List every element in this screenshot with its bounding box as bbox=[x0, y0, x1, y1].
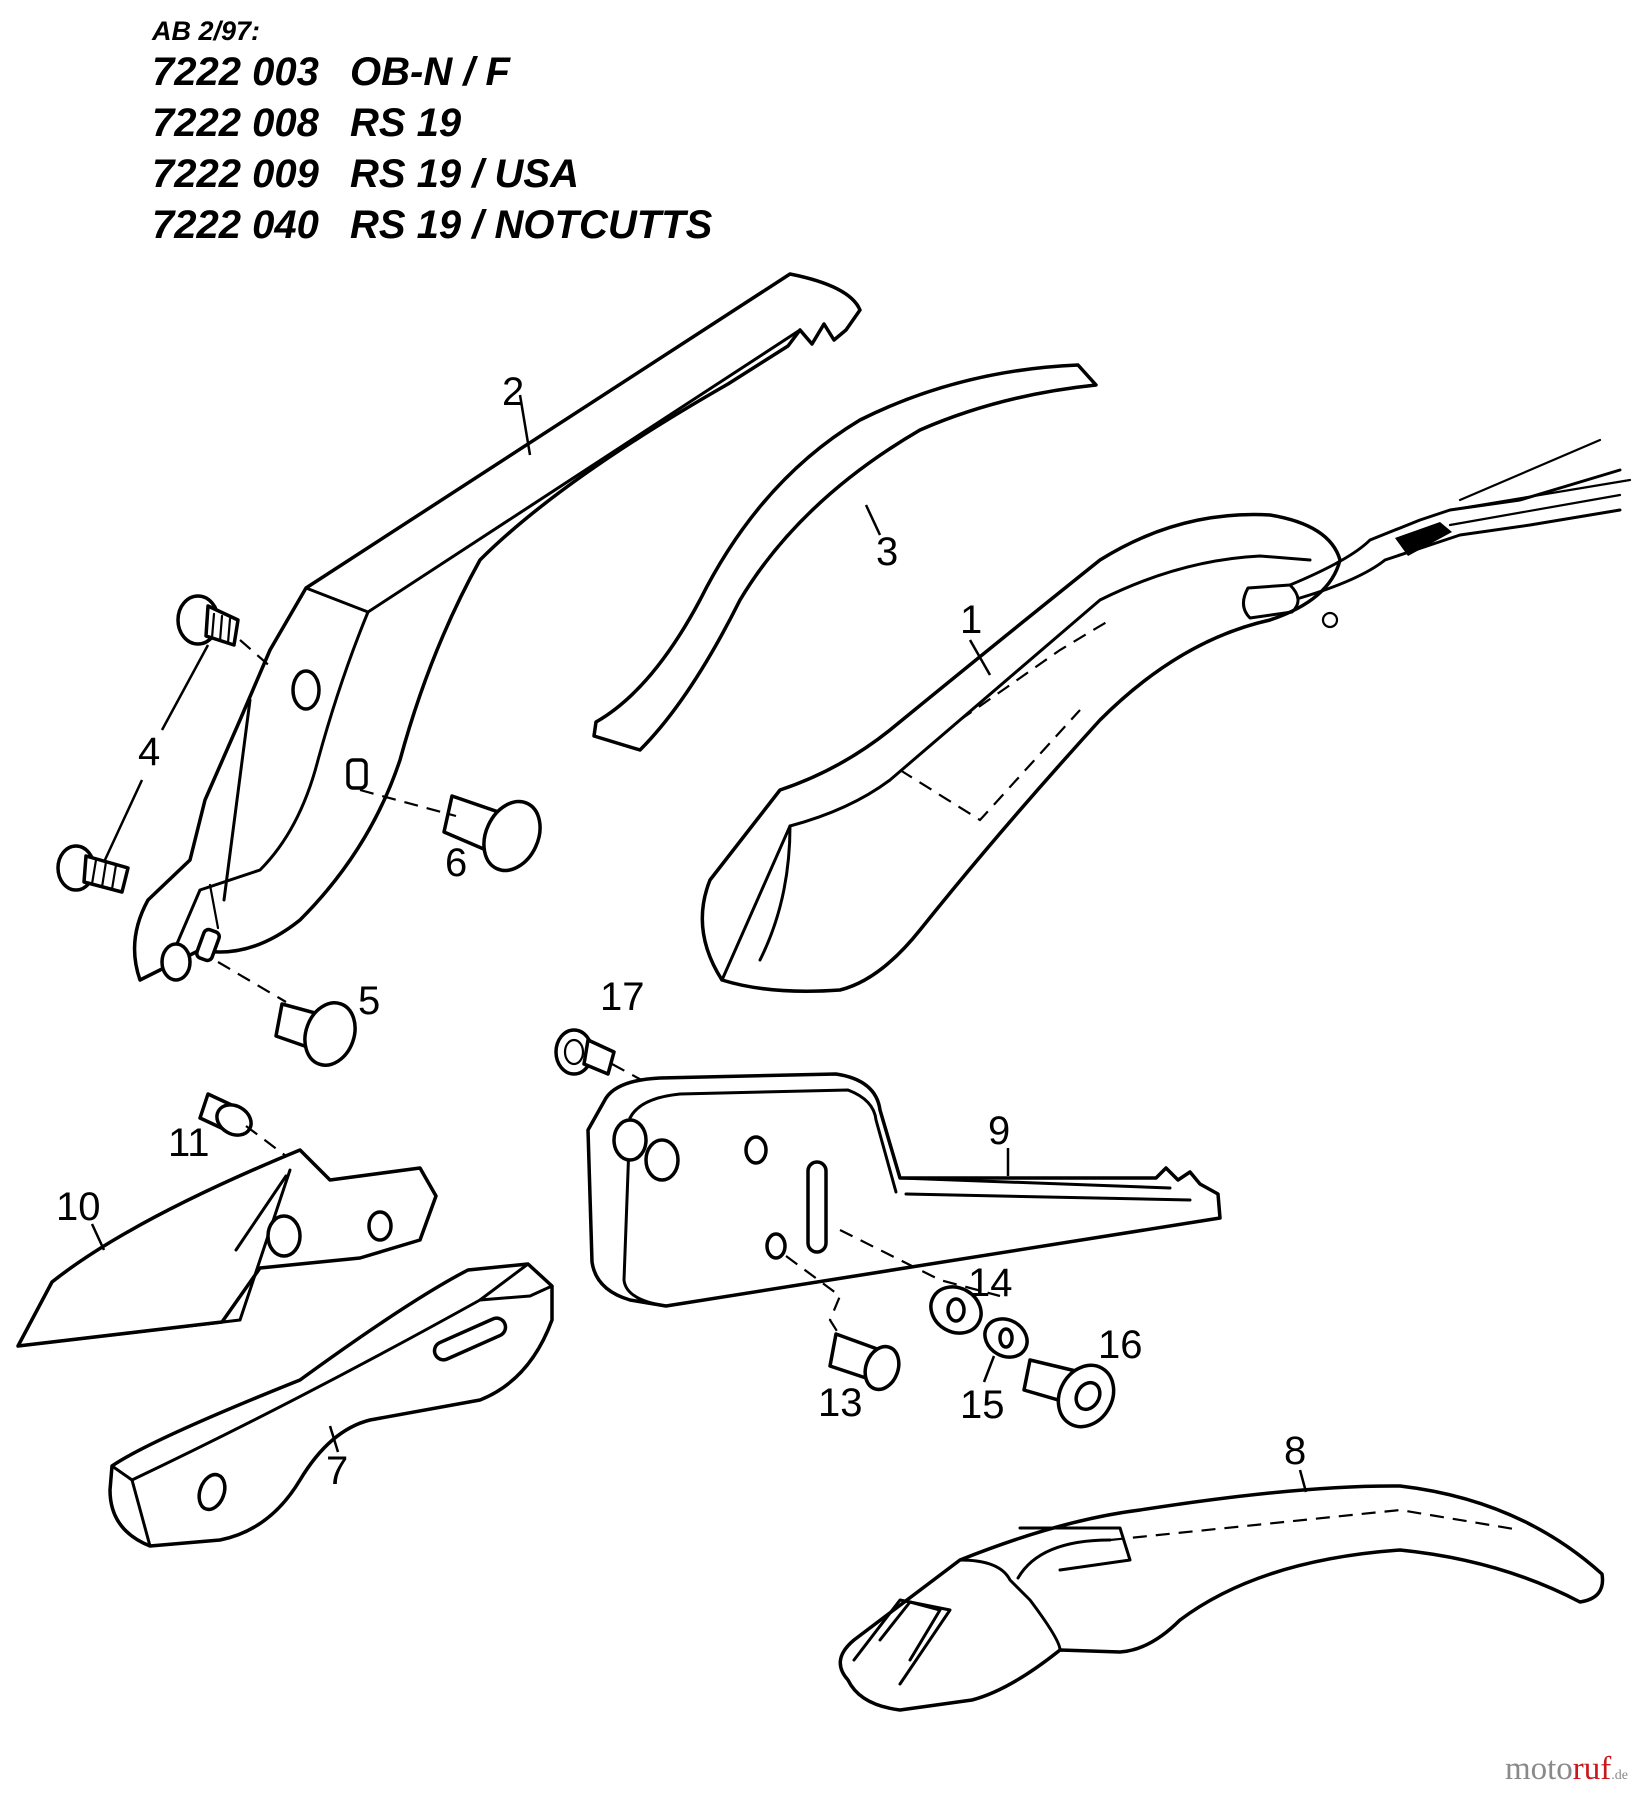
power-cord bbox=[1288, 438, 1632, 600]
model-name: RS 19 bbox=[350, 101, 462, 145]
dash-11 bbox=[245, 1125, 287, 1157]
part-number-3: 3 bbox=[876, 530, 898, 574]
part-16-nut bbox=[1022, 1358, 1116, 1429]
model-name: RS 19 / NOTCUTTS bbox=[350, 203, 713, 247]
model-header: AB 2/97: 7222 003 OB-N / F 7222 008 RS 19 … bbox=[152, 16, 712, 254]
part-number-7: 7 bbox=[326, 1449, 348, 1493]
part-number-17: 17 bbox=[600, 975, 645, 1019]
part-13-pin bbox=[828, 1332, 901, 1392]
part-number-8: 8 bbox=[1284, 1429, 1306, 1473]
model-row: 7222 003 OB-N / F bbox=[152, 50, 712, 101]
part-4-screw-upper bbox=[176, 594, 240, 647]
model-name: RS 19 / USA bbox=[350, 152, 579, 196]
part-1-upper-handle bbox=[700, 512, 1342, 993]
part-number-2: 2 bbox=[502, 370, 524, 414]
dash-5 bbox=[217, 961, 287, 1003]
leader-1 bbox=[968, 639, 992, 676]
dash-6 bbox=[359, 788, 457, 818]
part-17-screw bbox=[554, 1028, 616, 1076]
dash-4 bbox=[239, 639, 273, 669]
effective-date: AB 2/97: bbox=[152, 16, 261, 46]
part-7-lower-jaw bbox=[108, 1262, 554, 1548]
leader-2 bbox=[518, 394, 532, 456]
part-number-14: 14 bbox=[968, 1261, 1013, 1305]
leader-4 bbox=[102, 644, 210, 863]
part-number-4: 4 bbox=[138, 730, 160, 774]
leader-8 bbox=[1298, 1469, 1308, 1493]
part-number-13: 13 bbox=[818, 1381, 863, 1425]
model-row: 7222 009 RS 19 / USA bbox=[152, 152, 712, 203]
part-10-blade bbox=[16, 1148, 438, 1348]
model-name: OB-N / F bbox=[350, 50, 510, 94]
leader-15 bbox=[982, 1355, 996, 1383]
part-11-bushing bbox=[198, 1092, 253, 1137]
model-code: 7222 003 bbox=[152, 50, 319, 94]
part-number-9: 9 bbox=[988, 1109, 1010, 1153]
part-number-15: 15 bbox=[960, 1383, 1005, 1427]
watermark-part-a: moto bbox=[1504, 1751, 1573, 1787]
model-code: 7222 009 bbox=[152, 152, 319, 196]
model-code: 7222 008 bbox=[152, 101, 319, 145]
dash-13 bbox=[785, 1255, 842, 1337]
part-14-washer bbox=[929, 1285, 983, 1335]
part-number-16: 16 bbox=[1098, 1323, 1143, 1367]
part-number-10: 10 bbox=[56, 1185, 101, 1229]
model-row: 7222 040 RS 19 / NOTCUTTS bbox=[152, 203, 712, 254]
leader-10 bbox=[90, 1223, 106, 1251]
watermark-part-b: ruf bbox=[1572, 1751, 1612, 1787]
part-6-pin bbox=[442, 794, 542, 873]
leader-3 bbox=[864, 504, 882, 536]
part-8-lower-handle bbox=[838, 1484, 1605, 1712]
model-row: 7222 008 RS 19 bbox=[152, 101, 712, 152]
part-number-6: 6 bbox=[445, 841, 467, 885]
part-3-spring-strip bbox=[592, 363, 1098, 752]
watermark-logo: motoruf.de bbox=[1505, 1751, 1628, 1788]
part-number-11: 11 bbox=[168, 1121, 210, 1165]
part-number-1: 1 bbox=[960, 598, 982, 642]
leader-7 bbox=[328, 1425, 340, 1453]
part-4-screw-lower bbox=[56, 844, 130, 894]
part-2-upper-arm bbox=[132, 272, 862, 982]
part-5-pin bbox=[274, 1001, 357, 1067]
watermark-part-c: .de bbox=[1611, 1768, 1628, 1783]
dash-17 bbox=[611, 1063, 661, 1091]
part-15-washer bbox=[983, 1317, 1029, 1359]
part-number-5: 5 bbox=[358, 979, 380, 1023]
part-9-blade-holder bbox=[586, 1072, 1222, 1308]
model-code: 7222 040 bbox=[152, 203, 319, 247]
